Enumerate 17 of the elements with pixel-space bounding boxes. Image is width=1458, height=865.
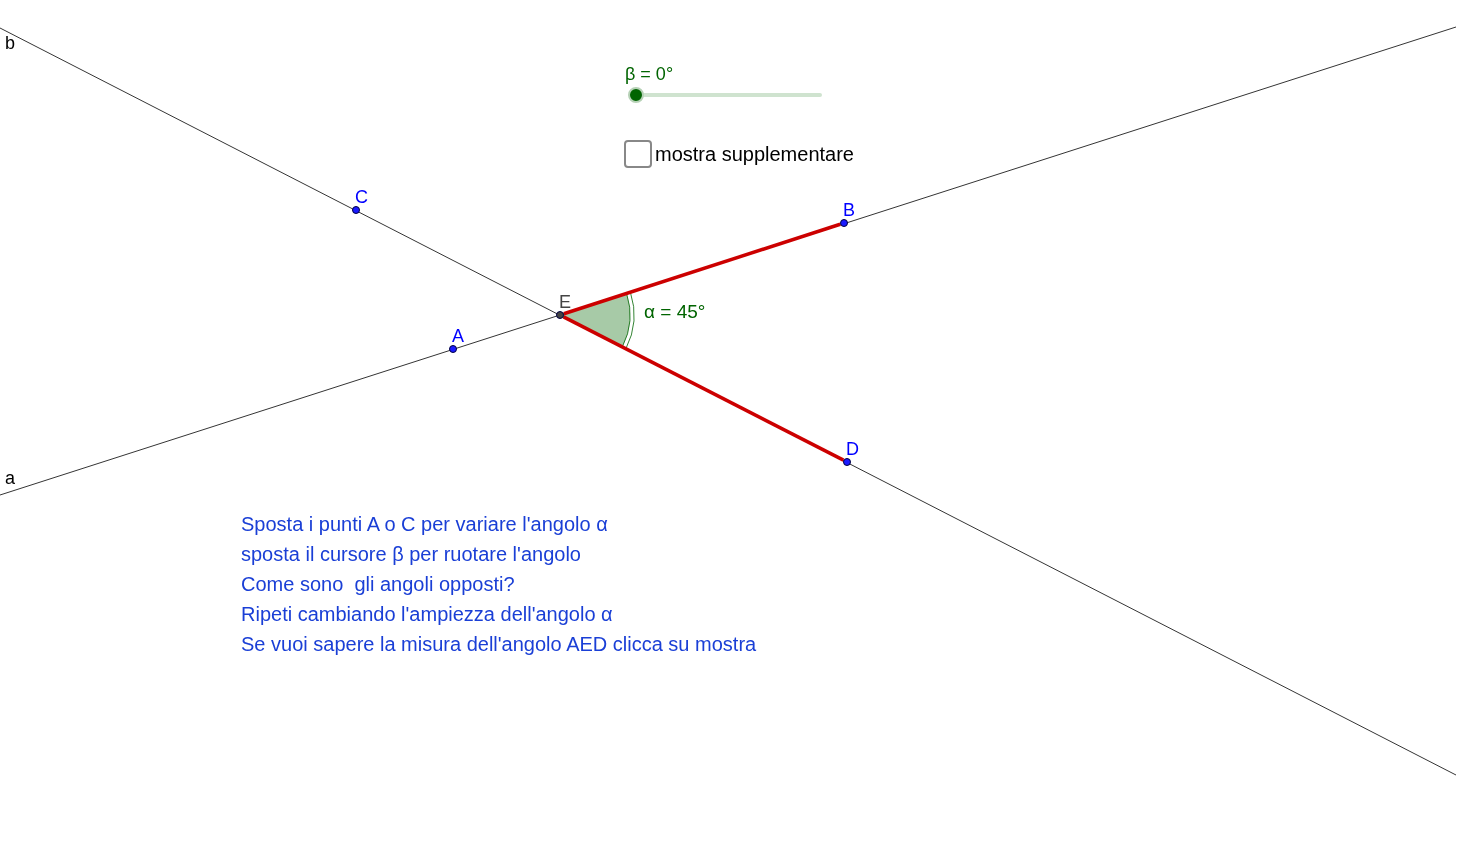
instruction-text: Come sono gli angoli opposti? bbox=[241, 572, 515, 596]
point-label: E bbox=[559, 292, 571, 312]
point-label: B bbox=[843, 200, 855, 220]
checkbox-label: mostra supplementare bbox=[655, 142, 854, 166]
segment bbox=[563, 222, 841, 316]
line-label: a bbox=[5, 467, 15, 490]
instruction-text: Ripeti cambiando l'ampiezza dell'angolo α bbox=[241, 602, 613, 626]
segment bbox=[562, 315, 845, 462]
point-label: A bbox=[452, 326, 464, 346]
angle-label: α = 45° bbox=[644, 300, 706, 324]
slider-label: β = 0° bbox=[625, 63, 674, 86]
instruction-text: Se vuoi sapere la misura dell'angolo AED clicca su mostra bbox=[241, 632, 757, 656]
point-label: D bbox=[846, 439, 859, 459]
point-label: C bbox=[355, 187, 368, 207]
instruction-text: sposta il cursore β per ruotare l'angolo bbox=[241, 542, 581, 566]
instruction-text: Sposta i punti A o C per variare l'angolo α bbox=[241, 512, 608, 536]
line-label: b bbox=[5, 32, 15, 55]
